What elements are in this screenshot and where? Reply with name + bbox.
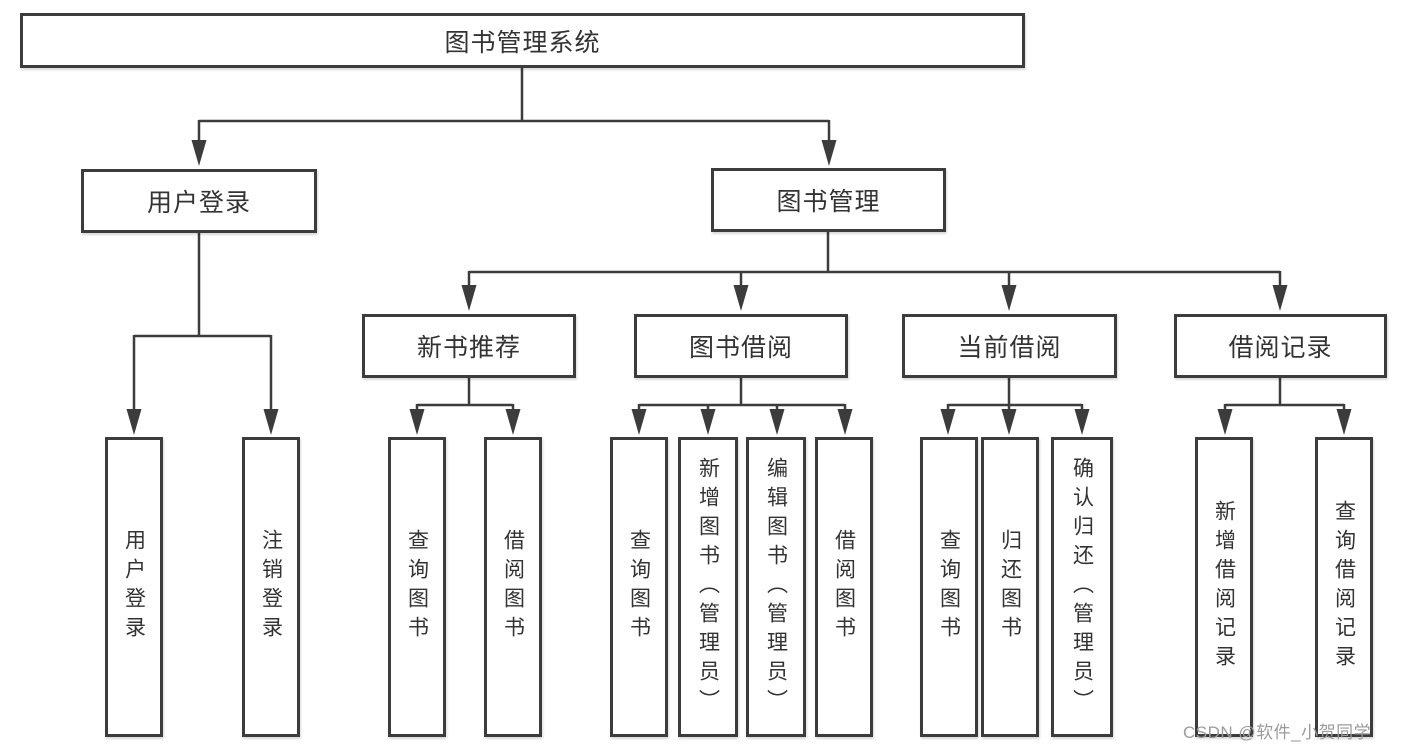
leaf-add-borrow-record: 新增借阅记录 [1195, 437, 1253, 737]
leaf-borrow-books-recommend-label: 借阅图书 [501, 529, 525, 645]
leaf-user-login-label: 用户登录 [122, 529, 146, 645]
watermark: CSDN @软件_小贺同学 [1183, 723, 1372, 742]
leaf-return-book: 归还图书 [981, 437, 1039, 737]
leaf-logout: 注销登录 [242, 437, 300, 737]
node-book-management: 图书管理 [711, 168, 946, 232]
leaf-query-borrow-record: 查询借阅记录 [1315, 437, 1373, 737]
leaf-user-login: 用户登录 [105, 437, 163, 737]
node-root: 图书管理系统 [20, 13, 1025, 68]
leaf-logout-label: 注销登录 [259, 529, 283, 645]
arrowheads [126, 140, 1352, 435]
leaf-edit-book-admin-label: 编辑图书（管理员） [764, 456, 788, 718]
leaf-return-book-label: 归还图书 [998, 529, 1022, 645]
node-book-borrow: 图书借阅 [634, 314, 848, 378]
node-new-book-recommend: 新书推荐 [362, 314, 576, 378]
leaf-confirm-return-admin: 确认归还（管理员） [1051, 437, 1113, 737]
leaf-borrow-books: 借阅图书 [815, 437, 873, 737]
leaf-borrow-books-recommend: 借阅图书 [484, 437, 542, 737]
leaf-query-books-recommend-label: 查询图书 [405, 529, 429, 645]
leaf-query-books-current: 查询图书 [920, 437, 978, 737]
leaf-query-books-borrow-label: 查询图书 [627, 529, 651, 645]
leaf-query-books-borrow: 查询图书 [610, 437, 668, 737]
leaf-query-books-recommend: 查询图书 [388, 437, 446, 737]
leaf-confirm-return-admin-label: 确认归还（管理员） [1070, 456, 1094, 718]
leaf-query-books-current-label: 查询图书 [937, 529, 961, 645]
leaf-edit-book-admin: 编辑图书（管理员） [746, 437, 806, 737]
leaf-add-borrow-record-label: 新增借阅记录 [1212, 500, 1236, 674]
node-current-borrow: 当前借阅 [902, 314, 1117, 378]
node-user-login: 用户登录 [81, 169, 317, 233]
leaf-borrow-books-label: 借阅图书 [832, 529, 856, 645]
leaf-query-borrow-record-label: 查询借阅记录 [1332, 500, 1356, 674]
node-borrow-records: 借阅记录 [1174, 314, 1387, 378]
leaf-add-book-admin: 新增图书（管理员） [678, 437, 738, 737]
leaf-add-book-admin-label: 新增图书（管理员） [696, 456, 720, 718]
